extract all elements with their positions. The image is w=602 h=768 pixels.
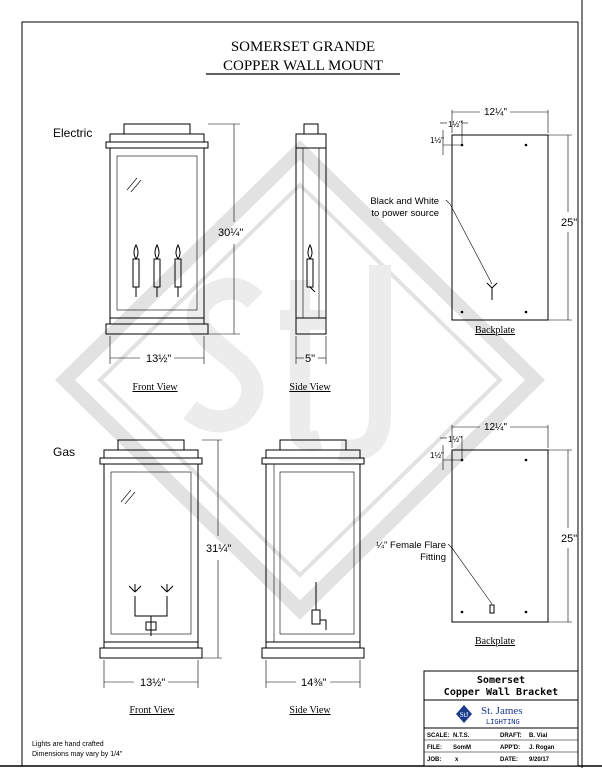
appd-label: APP'D: (500, 745, 520, 751)
electric-side-depth: 5" (305, 353, 315, 365)
file-value: SomM (453, 745, 471, 751)
electric-backplate-note2: to power source (371, 208, 439, 219)
watermark-logo (54, 140, 546, 620)
electric-side-caption: Side View (289, 382, 331, 393)
electric-backplate (445, 134, 549, 321)
job-label: JOB: (427, 757, 441, 763)
scale-value: N.T.S. (453, 733, 470, 739)
gas-side-caption: Side View (289, 705, 331, 716)
gas-backplate-offset-y: 1½" (430, 451, 444, 460)
title-block-name2: Copper Wall Bracket (444, 687, 558, 698)
electric-front-width: 13½" (146, 353, 171, 365)
gas-backplate-caption: Backplate (475, 636, 516, 647)
electric-label: Electric (53, 126, 92, 140)
gas-backplate (447, 449, 549, 623)
electric-backplate-offset-y: 1½" (430, 136, 444, 145)
title-line2: COPPER WALL MOUNT (223, 58, 383, 74)
date-value: 9/20/17 (529, 757, 550, 763)
title-block: Somerset Copper Wall Bracket StJ St. Jam… (423, 670, 579, 767)
draft-value: B. Vial (529, 733, 548, 739)
note-dimensions: Dimensions may vary by 1/4" (32, 751, 123, 758)
electric-side-lantern (295, 123, 327, 335)
electric-backplate-width: 12¼" (484, 106, 507, 118)
electric-front-caption: Front View (132, 382, 178, 393)
file-label: FILE: (427, 745, 442, 751)
gas-backplate-note1: ¼" Female Flare (376, 540, 446, 551)
gas-side-depth: 14⅜" (301, 677, 326, 689)
gas-backplate-offset-x: 1½" (448, 435, 462, 444)
company-sub: LIGHTING (486, 718, 520, 726)
electric-front-lantern (105, 123, 209, 335)
draft-label: DRAFT: (500, 733, 522, 739)
st-james-logo: StJ (456, 705, 472, 723)
gas-front-lantern (99, 439, 203, 659)
appd-value: J. Rogan (529, 745, 555, 751)
title-block-name1: Somerset (477, 675, 525, 686)
logo-text: StJ (460, 711, 469, 719)
gas-front-width: 13½" (140, 677, 165, 689)
electric-backplate-caption: Backplate (475, 325, 516, 336)
electric-backplate-height: 25" (561, 217, 577, 229)
gas-backplate-note2: Fitting (420, 552, 446, 563)
gas-label: Gas (53, 445, 75, 459)
gas-front-caption: Front View (129, 705, 175, 716)
gas-backplate-width: 12¼" (484, 421, 507, 433)
gas-front-height: 31¼" (206, 543, 231, 555)
gas-side-lantern (261, 439, 365, 659)
electric-front-height: 30¼" (218, 227, 243, 239)
scale-label: SCALE: (427, 733, 449, 739)
date-label: DATE: (500, 757, 518, 763)
electric-backplate-offset-x: 1½" (448, 120, 462, 129)
job-value: x (455, 757, 459, 763)
title-line1: SOMERSET GRANDE (231, 39, 375, 55)
electric-backplate-note1: Black and White (370, 196, 439, 207)
note-hand-crafted: Lights are hand crafted (32, 741, 104, 748)
company-name: St. James (481, 705, 523, 717)
gas-backplate-height: 25" (561, 533, 577, 545)
